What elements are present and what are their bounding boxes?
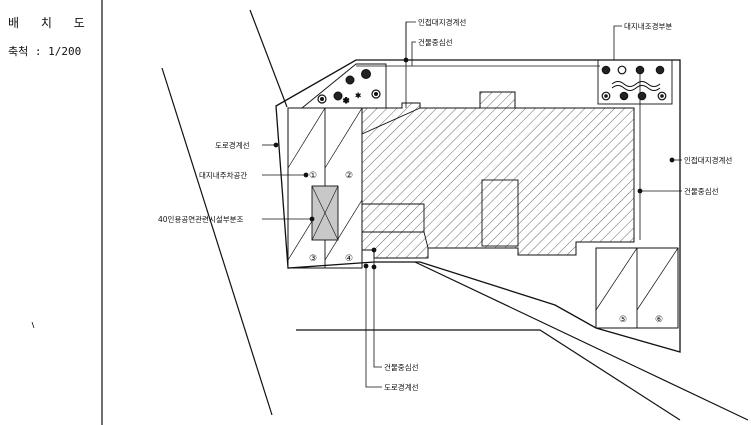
building-entry-line [361, 107, 421, 135]
drawing-scale: 축척 : 1/200 [8, 45, 82, 58]
svg-text:✱: ✱ [343, 96, 349, 105]
road-line-left [161, 67, 273, 416]
label-ev-charging: 40인용공연관련시설부분조 [158, 214, 244, 224]
building-footprint [361, 91, 635, 259]
landscape-area-left [300, 63, 387, 109]
site-boundary [275, 59, 681, 353]
tree-icons-right [601, 65, 667, 101]
label-adjacent-boundary-top: 인접대지경계선 [418, 17, 466, 27]
parking-number-2: ② [345, 171, 353, 181]
label-parking: 대지내주차공간 [199, 170, 247, 180]
parking-number-1: ① [309, 171, 317, 181]
building-core [481, 179, 519, 247]
building-wing-left [362, 203, 429, 249]
label-building-centerline-right: 건물중심선 [684, 186, 719, 196]
parking-stripe-6 [636, 247, 679, 311]
road-line-diagonal [414, 261, 749, 421]
landscape-area-right [597, 59, 673, 105]
parking-stripe-4 [324, 199, 363, 261]
label-building-centerline-bottom: 건물중심선 [384, 362, 419, 372]
label-road-boundary-left: 도로경계선 [215, 140, 250, 150]
parking-stripe-3 [324, 107, 363, 169]
parking-stripe-5 [595, 247, 638, 311]
tree-icons-left: ✱ ✶ [317, 69, 381, 106]
parking-number-3: ③ [309, 254, 317, 264]
ev-cross-2 [311, 185, 339, 241]
road-line-upper [249, 9, 288, 108]
svg-text:✶: ✶ [355, 91, 361, 100]
drawing-title: 배 치 도 [8, 16, 94, 30]
edge-tick [31, 321, 35, 329]
label-road-boundary-bottom: 도로경계선 [384, 382, 419, 392]
road-line-bottom [296, 329, 681, 421]
parking-number-5: ⑤ [619, 315, 627, 325]
label-landscape: 대지내조경부분 [624, 21, 672, 31]
parking-number-4: ④ [345, 254, 353, 264]
parking-stripe-1 [287, 107, 326, 169]
building-top-bay [479, 91, 516, 109]
label-building-centerline-top: 건물중심선 [418, 37, 453, 47]
leader-lines [262, 21, 682, 388]
parking-number-6: ⑥ [655, 315, 663, 325]
label-adjacent-boundary-right: 인접대지경계선 [684, 155, 732, 165]
